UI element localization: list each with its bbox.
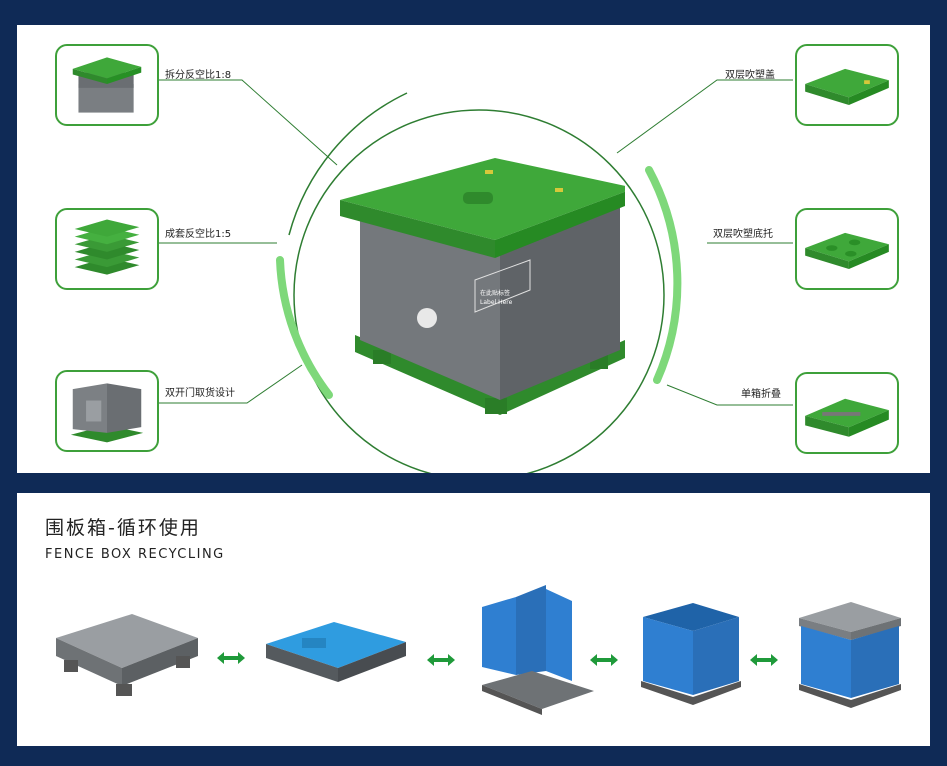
pallet-base-icon [805,232,889,269]
double-arrow-icon [590,654,618,666]
unfolding-box-icon [482,585,594,715]
feature-label-split-ratio: 拆分反空比1:8 [165,70,232,81]
feature-label-pallet: 双层吹塑底托 [713,229,773,240]
folded-box-grey-icon [56,614,198,696]
feature-label-lid: 双层吹塑盖 [725,70,775,81]
folded-box-thumb [795,372,899,454]
features-panel: 拆分反空比1:8 成套反空比1:5 双开门取货设计 双层吹塑盖 双层吹塑底托 [17,25,930,473]
feature-label-double-door: 双开门取货设计 [165,388,235,399]
step-unfolding [472,585,602,715]
product-image: 在此贴标签 Label Here [340,158,625,415]
section-title: 围板箱-循环使用 [45,517,201,539]
recycling-panel: 围板箱-循环使用 FENCE BOX RECYCLING [17,493,930,746]
step-folded-blue [262,608,412,703]
pallet-stack-icon [74,219,140,275]
double-arrow-icon [750,654,778,666]
open-door-box-icon [70,383,144,443]
folded-box-blue-icon [266,622,406,682]
double-arrow-icon [427,654,455,666]
lid-thumb [795,44,899,126]
stacked-box-thumb [55,44,159,126]
step-closed-blue [795,588,905,713]
pallet-base-thumb [795,208,899,290]
open-box-blue-icon [641,603,741,705]
lid-icon [805,68,889,105]
section-subtitle: FENCE BOX RECYCLING [45,547,225,562]
stacked-box-icon [72,57,142,113]
feature-label-set-ratio: 成套反空比1:5 [165,229,232,240]
pallet-stack-thumb [55,208,159,290]
double-arrow-icon [217,652,245,664]
closed-box-blue-icon [799,602,901,708]
step-folded-grey [52,588,202,708]
product-label-cn: 在此贴标签 [480,289,510,297]
folded-box-icon [805,398,889,437]
feature-label-fold: 单箱折叠 [741,389,781,400]
connector-lines [158,79,793,473]
open-door-box-thumb [55,370,159,452]
step-open-blue [639,591,744,711]
product-label-en: Label Here [480,299,513,306]
